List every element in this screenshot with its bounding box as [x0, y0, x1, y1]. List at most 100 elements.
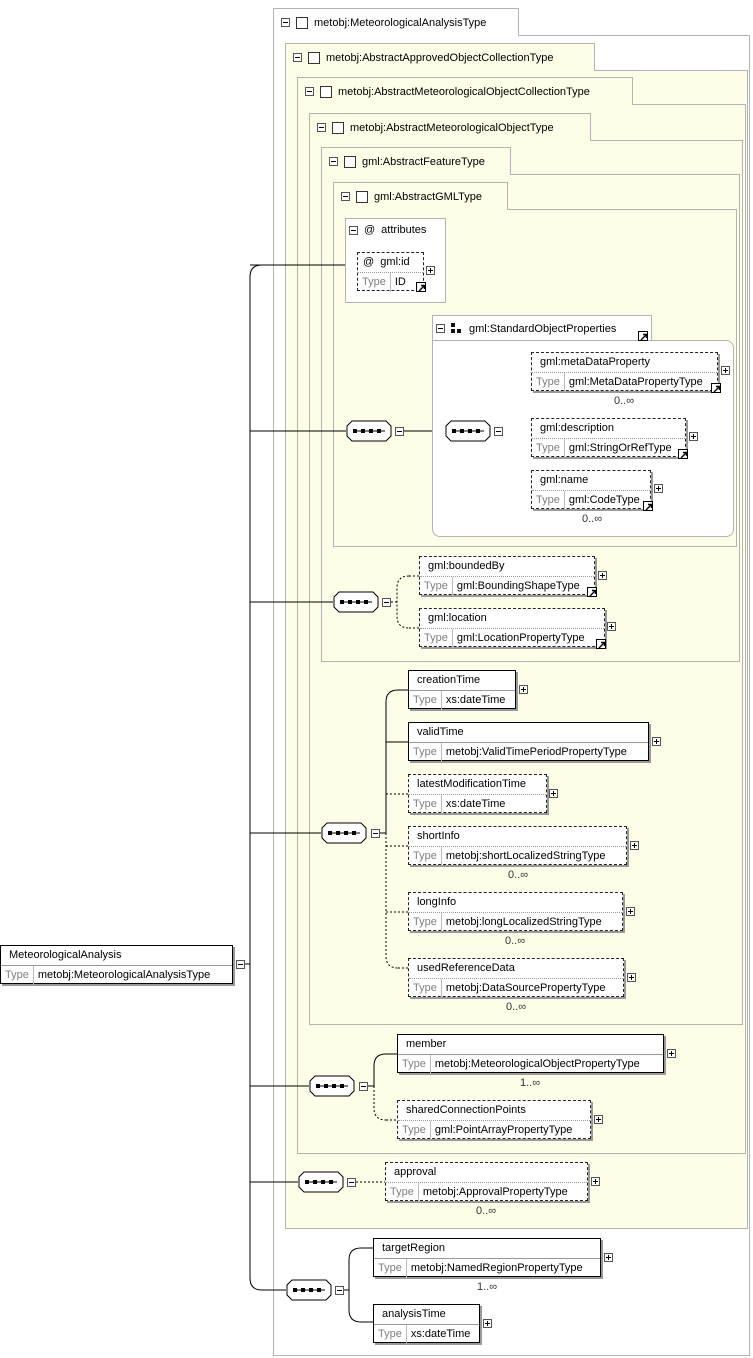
expand-toggle-icon[interactable]: [519, 685, 528, 694]
cardinality-label: 0..∞: [508, 869, 529, 881]
expand-toggle-icon[interactable]: [607, 622, 616, 631]
type-link-icon[interactable]: [711, 383, 721, 393]
element-name: gml:location: [428, 612, 487, 624]
cardinality-label: 0..∞: [506, 1001, 527, 1013]
collapse-toggle-icon[interactable]: [436, 324, 445, 333]
expand-toggle-icon[interactable]: [721, 366, 730, 375]
type-value: metobj:longLocalizedStringType: [445, 916, 602, 928]
collapse-toggle-icon[interactable]: [236, 960, 245, 969]
type-link-icon[interactable]: [587, 587, 597, 597]
cardinality-label: 0..∞: [476, 1205, 497, 1217]
collapse-toggle-icon[interactable]: [494, 427, 503, 436]
type-value: gml:PointArrayPropertyType: [434, 1124, 573, 1136]
sequence-compositor-icon[interactable]: [333, 591, 379, 613]
element-name: usedReferenceData: [417, 962, 515, 974]
expand-toggle-icon[interactable]: [627, 973, 636, 982]
sequence-compositor-icon[interactable]: [298, 1171, 344, 1193]
sequence-compositor-icon[interactable]: [286, 1279, 332, 1301]
collapse-toggle-icon[interactable]: [281, 18, 290, 27]
complex-type-icon: [344, 155, 356, 168]
type-link-icon[interactable]: [678, 449, 688, 459]
type-value: metobj:DataSourcePropertyType: [445, 982, 606, 994]
collapse-toggle-icon[interactable]: [305, 87, 314, 96]
element-name: targetRegion: [382, 1242, 445, 1254]
type-key: Type: [386, 1183, 419, 1202]
expand-toggle-icon[interactable]: [667, 1049, 676, 1058]
type-value: gml:CodeType: [568, 494, 640, 506]
expand-toggle-icon[interactable]: [689, 432, 698, 441]
expand-toggle-icon[interactable]: [598, 571, 607, 580]
collapse-toggle-icon[interactable]: [382, 598, 391, 607]
element-name: gml:description: [540, 422, 614, 434]
expand-toggle-icon[interactable]: [626, 907, 635, 916]
attribute-icon: @: [363, 256, 375, 268]
type-key: Type: [532, 439, 565, 458]
sequence-compositor-icon[interactable]: [346, 420, 392, 442]
type-value: gml:StringOrRefType: [568, 442, 672, 454]
expand-toggle-icon[interactable]: [549, 789, 558, 798]
collapse-toggle-icon[interactable]: [317, 123, 326, 132]
collapse-toggle-icon[interactable]: [349, 225, 358, 235]
expand-toggle-icon[interactable]: [654, 484, 663, 493]
expand-toggle-icon[interactable]: [652, 737, 661, 746]
expand-toggle-icon[interactable]: [591, 1177, 600, 1186]
frame-title: metobj:AbstractMeteorologicalObjectType: [350, 121, 554, 134]
sequence-compositor-icon[interactable]: [309, 1075, 355, 1097]
expand-toggle-icon[interactable]: [483, 1319, 492, 1328]
type-value: ID: [394, 276, 406, 288]
type-value: metobj:MeteorologicalAnalysisType: [37, 969, 211, 981]
type-value: metobj:ValidTimePeriodPropertyType: [445, 746, 627, 758]
type-key: Type: [1, 966, 34, 985]
attribute-icon: @: [364, 224, 376, 236]
cardinality-label: 0..∞: [614, 395, 635, 407]
element-name: gml:name: [540, 474, 589, 486]
sequence-compositor-icon[interactable]: [445, 420, 491, 442]
type-link-icon[interactable]: [416, 282, 426, 292]
expand-toggle-icon[interactable]: [426, 266, 435, 275]
collapse-toggle-icon[interactable]: [329, 157, 338, 166]
collapse-toggle-icon[interactable]: [293, 53, 302, 62]
type-key: Type: [420, 629, 453, 648]
tab-abstract-gml-type: gml:AbstractGMLType: [333, 182, 508, 210]
collapse-toggle-icon[interactable]: [395, 427, 404, 436]
type-value: xs:dateTime: [445, 694, 506, 706]
expand-toggle-icon[interactable]: [604, 1253, 613, 1262]
type-link-icon[interactable]: [596, 639, 606, 649]
expand-toggle-icon[interactable]: [594, 1115, 603, 1124]
sequence-compositor-icon[interactable]: [321, 822, 367, 844]
complex-type-icon: [296, 16, 308, 29]
type-link-icon[interactable]: [643, 501, 653, 511]
expand-toggle-icon[interactable]: [630, 841, 639, 850]
element-name: latestModificationTime: [417, 778, 527, 790]
type-value: metobj:MeteorologicalObjectPropertyType: [434, 1058, 640, 1070]
collapse-toggle-icon[interactable]: [341, 192, 350, 201]
element-name: gml:metaDataProperty: [540, 356, 651, 368]
type-key: Type: [358, 273, 391, 292]
collapse-toggle-icon[interactable]: [347, 1178, 356, 1187]
element-name: analysisTime: [382, 1308, 446, 1320]
type-key: Type: [409, 913, 442, 932]
collapse-toggle-icon[interactable]: [359, 1082, 368, 1091]
type-link-icon[interactable]: [638, 331, 648, 341]
collapse-toggle-icon[interactable]: [371, 829, 380, 838]
collapse-toggle-icon[interactable]: [335, 1286, 344, 1295]
type-key: Type: [398, 1121, 431, 1140]
